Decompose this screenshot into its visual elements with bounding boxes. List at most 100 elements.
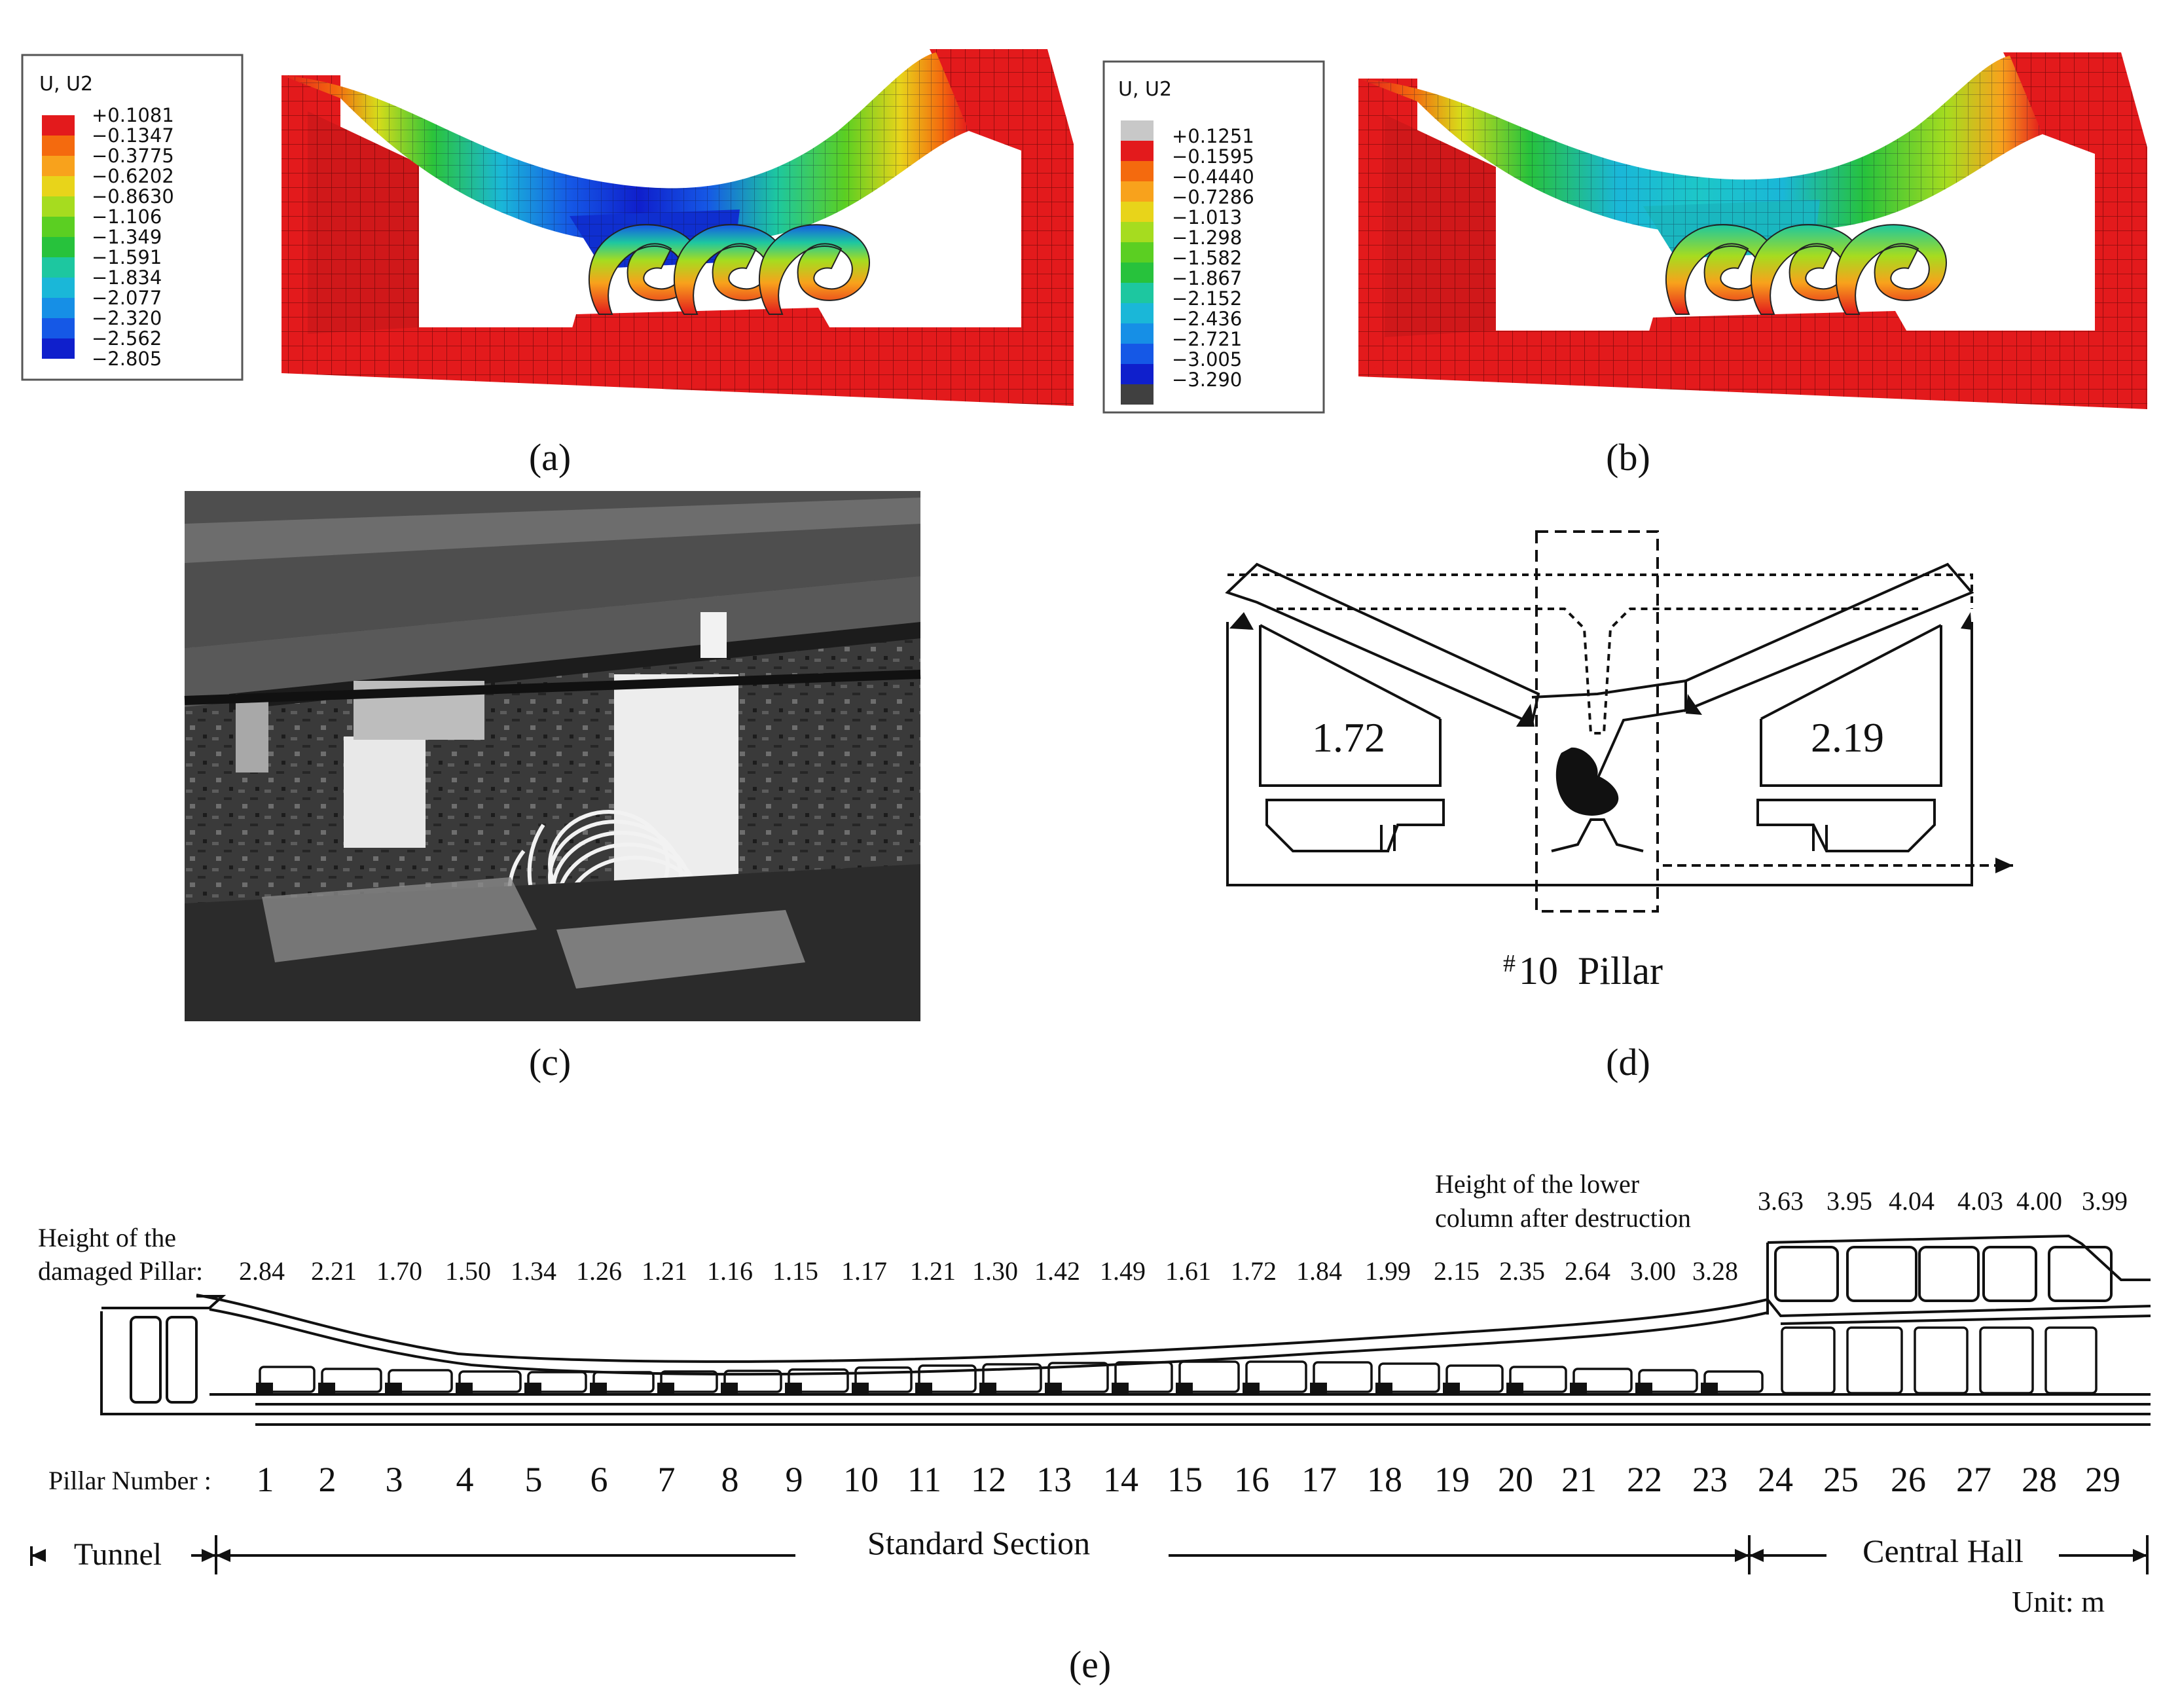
- lower-height: 4.04: [1889, 1186, 1935, 1216]
- legend-b-swatch: [1121, 344, 1154, 364]
- damaged-height: 1.99: [1365, 1256, 1411, 1286]
- pillar-number: 22: [1627, 1460, 1662, 1499]
- standard-cell: [1313, 1361, 1373, 1393]
- crushed-pillar-icon: [657, 1383, 674, 1393]
- legend-a-swatch: [42, 338, 75, 359]
- legend-b-swatch: [1121, 242, 1154, 263]
- legend-b-swatch: [1121, 384, 1154, 405]
- crushed-pillar-icon: [456, 1383, 473, 1393]
- legend-b-swatch: [1121, 323, 1154, 344]
- panel-c: (c): [184, 491, 921, 1083]
- pillar-number: 17: [1301, 1460, 1337, 1499]
- section-central-label: Central Hall: [1862, 1533, 2024, 1569]
- legend-a-values: +0.1081−0.1347−0.3775−0.6202−0.8630−1.10…: [92, 104, 174, 370]
- pillar-number: 8: [721, 1460, 739, 1499]
- profile-tunnel-cell-2: [166, 1316, 198, 1404]
- standard-cell: [1572, 1368, 1633, 1393]
- legend-b-value: −3.290: [1172, 369, 1242, 391]
- standard-cell: [259, 1366, 316, 1393]
- pillar-number: 9: [786, 1460, 803, 1499]
- panel-c-label: (c): [529, 1041, 571, 1083]
- damaged-height: 1.26: [576, 1256, 622, 1286]
- legend-a-swatch: [42, 115, 75, 136]
- damaged-label-line-2: damaged Pillar:: [38, 1256, 203, 1286]
- model-a-plinth-mesh: [563, 308, 845, 360]
- standard-cell: [1445, 1364, 1504, 1393]
- arrow-right-icon: [2133, 1549, 2147, 1562]
- legend-b-swatch: [1121, 364, 1154, 384]
- damaged-height: 2.64: [1565, 1256, 1610, 1286]
- damaged-height: 1.16: [707, 1256, 753, 1286]
- standard-cell: [527, 1371, 587, 1393]
- standard-cell: [1178, 1360, 1240, 1393]
- longitudinal-profile: [100, 1234, 2151, 1426]
- hinge-icon: [1516, 704, 1535, 727]
- photo-debris-2: [556, 910, 805, 989]
- pillar-number: 23: [1692, 1460, 1728, 1499]
- model-b-plinth-mesh: [1640, 311, 1921, 363]
- pillar-number-label: Pillar Number :: [48, 1466, 211, 1495]
- standard-cell: [1378, 1362, 1440, 1393]
- legend-b-swatch: [1121, 161, 1154, 181]
- legend-a-swatches: [42, 115, 75, 359]
- legend-b-swatch: [1121, 141, 1154, 161]
- legend-a-value: −1.591: [92, 246, 162, 268]
- buckled-column: [588, 224, 700, 315]
- hall-box: [2048, 1246, 2113, 1302]
- legend-b-value: −1.013: [1172, 206, 1242, 228]
- legend-b-swatch: [1121, 120, 1154, 141]
- pillar-number: 15: [1167, 1460, 1203, 1499]
- crushed-pillar-icon: [1243, 1383, 1260, 1393]
- legend-b-swatches: [1121, 120, 1154, 405]
- legend-b-value: −0.4440: [1172, 166, 1254, 188]
- crushed-pillar-icon: [1635, 1383, 1652, 1393]
- crushed-pillar-icon: [1045, 1383, 1062, 1393]
- damaged-height: 3.28: [1692, 1256, 1738, 1286]
- pillar-number: 20: [1498, 1460, 1533, 1499]
- legend-b-swatch: [1121, 283, 1154, 303]
- legend-b-value: −2.721: [1172, 328, 1242, 350]
- legend-a-value: −1.834: [92, 266, 162, 289]
- legend-a-swatch: [42, 196, 75, 217]
- model-a-buckled-columns: [588, 224, 870, 315]
- damaged-height: 1.34: [511, 1256, 556, 1286]
- section-outer-wall: [1226, 622, 1973, 886]
- standard-cell: [388, 1369, 453, 1393]
- photo-beam: [185, 576, 920, 707]
- lower-height: 3.95: [1826, 1186, 1872, 1216]
- legend-a-swatch: [42, 217, 75, 237]
- legend-a-value: −2.805: [92, 348, 162, 370]
- section-dimension-line: [30, 1535, 2149, 1574]
- pillar-number: 29: [2085, 1460, 2120, 1499]
- legend-a-value: −2.320: [92, 307, 162, 329]
- buckled-column: [1665, 224, 1777, 315]
- legend-a-value: −0.8630: [92, 185, 174, 208]
- damaged-height: 1.21: [910, 1256, 956, 1286]
- profile-hall-slab-2: [1780, 1315, 2151, 1325]
- damaged-height: 1.84: [1296, 1256, 1342, 1286]
- lower-height: 4.00: [2016, 1186, 2062, 1216]
- pillar-number: 1: [257, 1460, 274, 1499]
- pillar-label-sup: #: [1503, 950, 1516, 977]
- lower-height: 3.99: [2082, 1186, 2128, 1216]
- crushed-pillar-icon: [1555, 747, 1619, 816]
- crushed-pillar-icon: [852, 1383, 869, 1393]
- pillar-number: 7: [658, 1460, 676, 1499]
- crushed-pillar-icon: [1176, 1383, 1193, 1393]
- crushed-pillar-icon: [1506, 1383, 1523, 1393]
- standard-cell: [788, 1368, 849, 1393]
- hall-box: [1774, 1246, 1839, 1302]
- hinge-icon: [1961, 612, 1972, 630]
- legend-b-swatch: [1121, 181, 1154, 202]
- damaged-height: 1.49: [1100, 1256, 1146, 1286]
- pillar-number: 11: [907, 1460, 941, 1499]
- legend-b-swatch: [1121, 263, 1154, 283]
- lower-label-line-1: Height of the lower: [1435, 1169, 1639, 1199]
- crushed-pillar-icon: [318, 1383, 335, 1393]
- pillar-number: 6: [590, 1460, 608, 1499]
- legend-a-value: −1.106: [92, 206, 162, 228]
- pillar-number: 13: [1036, 1460, 1072, 1499]
- standard-cell: [1509, 1366, 1567, 1393]
